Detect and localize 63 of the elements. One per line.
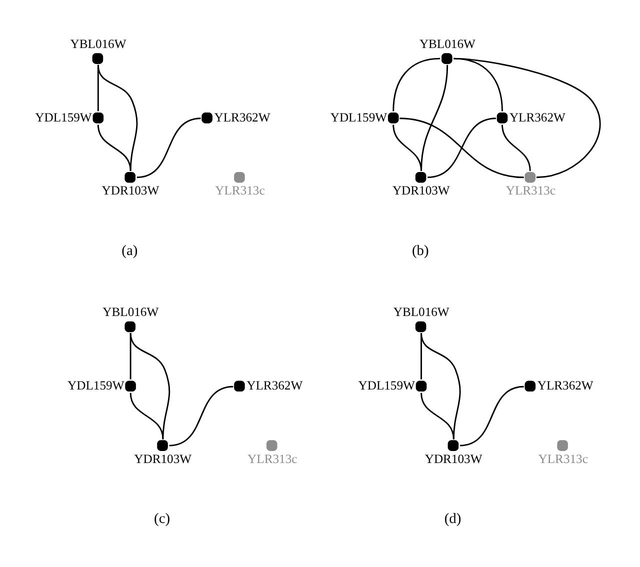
node-label: YDR103W [424, 451, 482, 466]
node-label: YLR313c [215, 183, 265, 198]
node-circle [157, 440, 168, 450]
node-circle [266, 440, 278, 450]
node-label: YLR313c [506, 183, 556, 198]
node-circle [557, 440, 568, 450]
node-circle [124, 171, 136, 182]
node-circle [415, 320, 426, 332]
node-circle [524, 171, 536, 182]
node-circle [92, 112, 104, 123]
connector [400, 117, 524, 178]
node-circle [448, 440, 459, 450]
node-label: YDR103W [102, 183, 160, 198]
node-label: YBL016W [70, 36, 126, 50]
connector [420, 332, 422, 379]
node-circle [442, 52, 452, 64]
node-label: YLR313c [538, 451, 588, 466]
node-label: YLR313c [248, 451, 298, 466]
connector [97, 124, 132, 171]
node-label: YDL159W [330, 110, 388, 124]
connector [97, 64, 138, 171]
node-label: YLR362W [509, 110, 566, 124]
connector [420, 332, 461, 439]
node-label: YDL159W [35, 110, 92, 124]
connector [130, 332, 170, 439]
node-circle [415, 171, 426, 182]
node-label: YBL016W [393, 304, 450, 319]
node-circle [202, 112, 212, 123]
label: (a) [122, 242, 138, 259]
connector [97, 64, 99, 111]
node-circle [92, 52, 104, 64]
connector [169, 385, 234, 446]
node-label: YLR362W [537, 378, 594, 392]
node-label: YLR362W [214, 110, 270, 124]
node-circle [496, 112, 508, 123]
node-label: YLR362W [246, 378, 303, 392]
node-label: YBL016W [419, 36, 476, 50]
connector [392, 57, 440, 111]
node-circle [416, 380, 427, 392]
label: (c) [154, 510, 170, 527]
label: (d) [444, 510, 462, 527]
node-circle [234, 171, 245, 182]
connector [454, 57, 601, 178]
connector [420, 392, 454, 439]
node-circle [524, 380, 536, 392]
node-label: YDL159W [358, 378, 415, 392]
connector [420, 64, 448, 171]
node-label: YDR103W [392, 183, 450, 198]
connector [392, 124, 422, 171]
node-label: YDR103W [134, 451, 192, 466]
node-circle [125, 380, 136, 392]
node-circle [124, 320, 136, 332]
connector [130, 332, 132, 379]
connector [460, 385, 524, 446]
node-label: YBL016W [102, 304, 159, 319]
label: (b) [412, 242, 429, 259]
node-circle [388, 112, 399, 123]
connector [427, 117, 496, 178]
node-label: YDL159W [68, 378, 124, 392]
connector [502, 124, 531, 171]
connector [136, 117, 201, 178]
connector [130, 392, 164, 439]
node-circle [234, 380, 245, 392]
